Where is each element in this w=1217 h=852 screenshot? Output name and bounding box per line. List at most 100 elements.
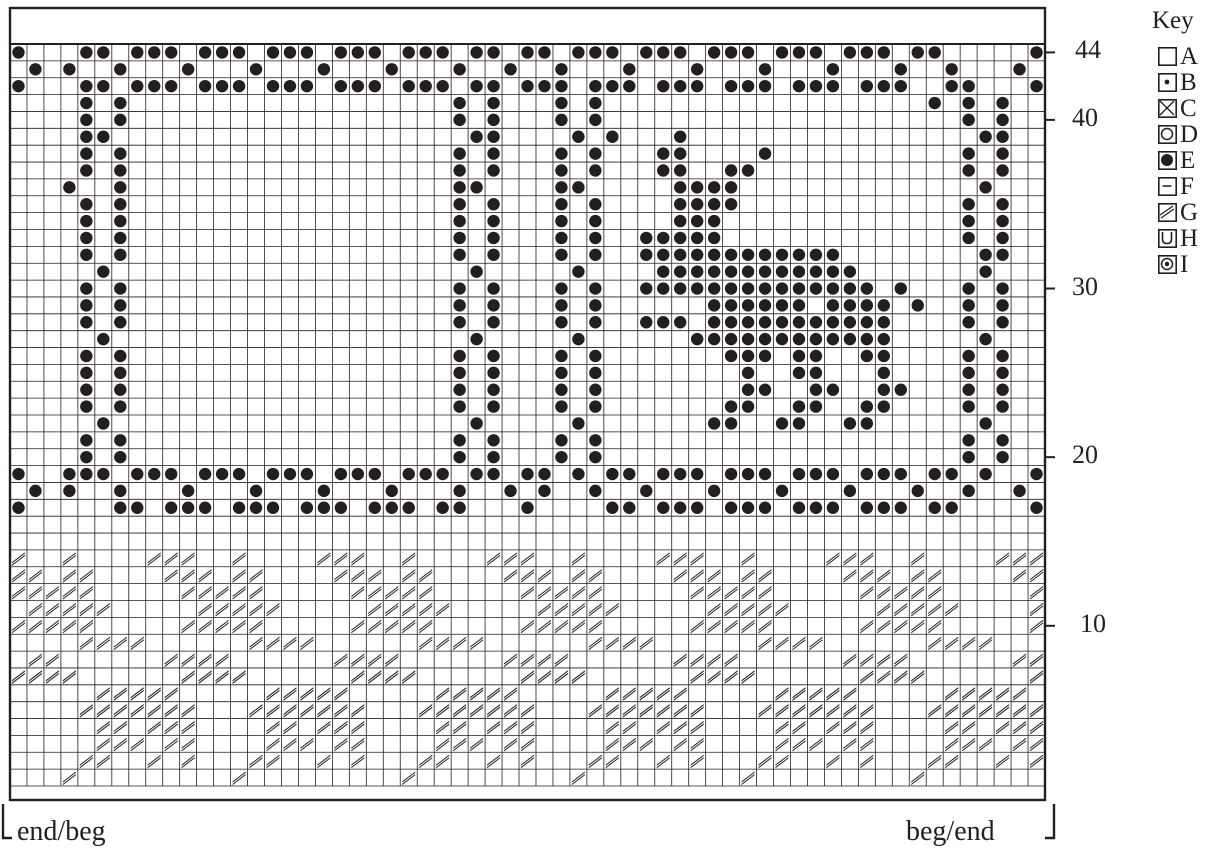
stitch-g-r11-c7 — [928, 604, 941, 616]
stitch-e-r17-c43 — [318, 502, 330, 514]
stitch-g-r12-c18 — [742, 587, 755, 599]
stitch-e-r34-c35 — [453, 215, 465, 227]
stitch-e-r19-c46 — [267, 468, 279, 480]
stitch-g-r11-c9 — [894, 604, 907, 616]
stitch-g-r9-c36 — [436, 637, 449, 649]
stitch-g-r7-c31 — [521, 671, 534, 683]
stitch-e-r24-c10 — [878, 384, 890, 396]
stitch-g-r13-c1 — [1030, 570, 1043, 582]
stitch-e-r17-c19 — [725, 502, 737, 514]
stitch-g-r2-c17 — [759, 755, 772, 767]
stitch-e-r17-c14 — [810, 502, 822, 514]
stitch-e-r17-c21 — [691, 502, 703, 514]
stitch-e-r30-c18 — [742, 282, 754, 294]
stitch-g-r14-c42 — [334, 553, 347, 565]
stitch-e-r17-c31 — [521, 502, 533, 514]
stitch-e-r17-c17 — [759, 502, 771, 514]
stitch-e-r43-c58 — [63, 63, 75, 75]
stitch-e-r37-c57 — [80, 164, 92, 176]
stitch-g-r12-c10 — [877, 587, 890, 599]
stitch-e-r23-c3 — [996, 400, 1008, 412]
stitch-g-r10-c11 — [860, 620, 873, 632]
stitch-g-r13-c31 — [521, 570, 534, 582]
stitch-e-r24-c5 — [962, 384, 974, 396]
stitch-e-r19-c53 — [148, 468, 160, 480]
stitch-g-r6-c2 — [1013, 688, 1026, 700]
stitch-e-r42-c30 — [538, 80, 550, 92]
stitch-e-r28-c55 — [114, 316, 126, 328]
stitch-g-r6-c5 — [962, 688, 975, 700]
stitch-g-r4-c41 — [351, 722, 364, 734]
stitch-e-r23-c33 — [487, 400, 499, 412]
stitch-g-r10-c39 — [385, 620, 398, 632]
stitch-g-r10-c40 — [368, 620, 381, 632]
stitch-g-r2-c31 — [521, 755, 534, 767]
stitch-e-r18-c5 — [962, 485, 974, 497]
stitch-g-r5-c24 — [640, 705, 653, 717]
stitch-e-r32-c33 — [487, 249, 499, 261]
stitch-e-r27-c18 — [742, 333, 754, 345]
stitch-g-r13-c17 — [759, 570, 772, 582]
stitch-g-r10-c21 — [691, 620, 704, 632]
stitch-g-r9-c6 — [945, 637, 958, 649]
stitch-e-r27-c28 — [572, 333, 584, 345]
stitch-g-r3-c35 — [453, 738, 466, 750]
stitch-g-r7-c50 — [199, 671, 212, 683]
stitch-g-r5-c6 — [945, 705, 958, 717]
stitch-g-r12-c29 — [555, 587, 568, 599]
stitch-g-r2-c16 — [776, 755, 789, 767]
stitch-g-r3-c45 — [283, 738, 296, 750]
stitch-e-r28-c19 — [725, 316, 737, 328]
stitch-g-r3-c46 — [267, 738, 280, 750]
stitch-e-r20-c55 — [114, 451, 126, 463]
stitch-e-r35-c5 — [962, 198, 974, 210]
stitch-e-r26-c18 — [742, 350, 754, 362]
stitch-g-r13-c11 — [860, 570, 873, 582]
stitch-e-r29-c35 — [453, 299, 465, 311]
stitch-g-r10-c49 — [216, 620, 229, 632]
stitch-g-r4-c42 — [334, 722, 347, 734]
stitch-e-r42-c48 — [233, 80, 245, 92]
stitch-e-r19-c6 — [945, 468, 957, 480]
stitch-g-r8-c42 — [334, 654, 347, 666]
stitch-e-r44-c14 — [810, 46, 822, 58]
stitch-e-r24-c35 — [453, 384, 465, 396]
stitch-e-r44-c56 — [97, 46, 109, 58]
stitch-g-r13-c28 — [572, 570, 585, 582]
legend-label: G — [1180, 200, 1198, 225]
stitch-g-r10-c38 — [402, 620, 415, 632]
stitch-g-r11-c29 — [555, 604, 568, 616]
stitch-g-r4-c51 — [182, 722, 195, 734]
stitch-g-r4-c22 — [674, 722, 687, 734]
stitch-g-r5-c14 — [809, 705, 822, 717]
stitch-e-r17-c44 — [301, 502, 313, 514]
stitch-e-r36-c55 — [114, 181, 126, 193]
stitch-e-r17-c22 — [674, 502, 686, 514]
stitch-g-r10-c18 — [742, 620, 755, 632]
stitch-e-r43-c6 — [945, 63, 957, 75]
stitch-e-r37-c23 — [657, 164, 669, 176]
stitch-e-r39-c26 — [606, 131, 618, 143]
stitch-e-r28-c12 — [844, 316, 856, 328]
stitch-e-r44-c46 — [267, 46, 279, 58]
stitch-e-r17-c51 — [182, 502, 194, 514]
stitch-e-r44-c33 — [487, 46, 499, 58]
stitch-g-r5-c37 — [419, 705, 432, 717]
stitch-e-r18-c55 — [114, 485, 126, 497]
stitch-g-r4-c35 — [453, 722, 466, 734]
stitch-e-r41-c57 — [80, 97, 92, 109]
stitch-e-r39-c56 — [97, 131, 109, 143]
stitch-g-r12-c50 — [199, 587, 212, 599]
stitch-g-r11-c40 — [368, 604, 381, 616]
stitch-e-r17-c54 — [131, 502, 143, 514]
stitch-e-r38-c27 — [589, 147, 601, 159]
stitch-e-r42-c36 — [436, 80, 448, 92]
stitch-e-r28-c33 — [487, 316, 499, 328]
stitch-e-r17-c52 — [165, 502, 177, 514]
stitch-e-r42-c50 — [199, 80, 211, 92]
stitch-e-r17-c55 — [114, 502, 126, 514]
stitch-e-r36-c19 — [725, 181, 737, 193]
stitch-g-r6-c33 — [487, 688, 500, 700]
stitch-e-r39-c4 — [979, 131, 991, 143]
stitch-g-r11-c60 — [29, 604, 42, 616]
